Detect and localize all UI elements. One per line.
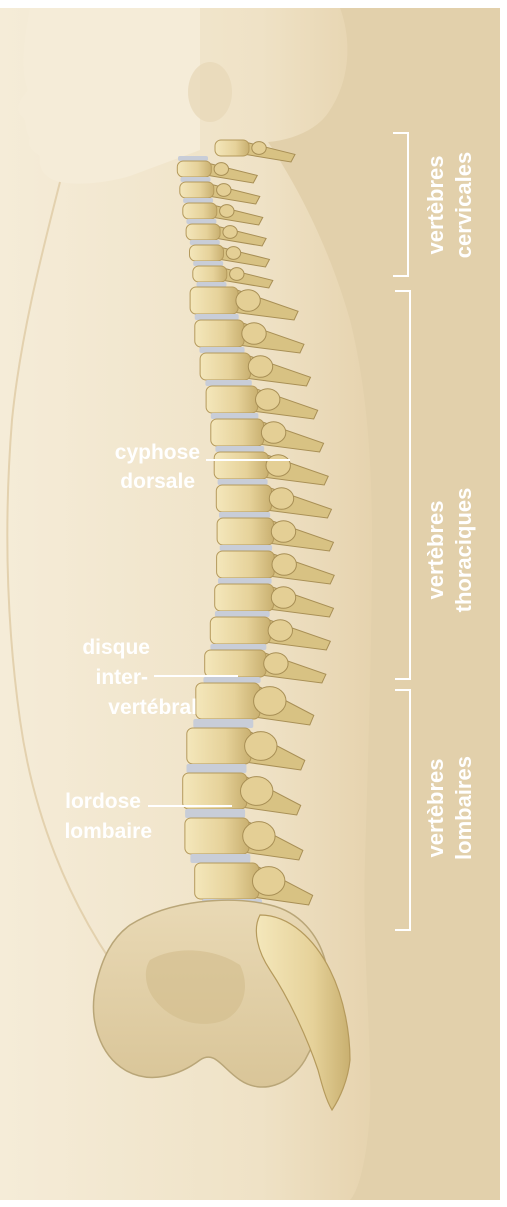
intervertebral-disc xyxy=(219,512,270,518)
label-lordose-line1: lordose xyxy=(65,790,141,813)
intervertebral-disc xyxy=(181,177,211,182)
intervertebral-disc xyxy=(220,545,272,551)
intervertebral-disc xyxy=(210,644,266,650)
vertebra xyxy=(186,224,220,240)
vertebra xyxy=(195,320,244,347)
vertebra xyxy=(210,617,270,644)
vertebra xyxy=(183,203,217,219)
vertebra xyxy=(211,419,264,446)
intervertebral-disc xyxy=(186,219,216,224)
intervertebral-disc xyxy=(183,198,213,203)
vertebra xyxy=(183,773,247,809)
vertebra xyxy=(190,287,238,314)
label-lordose-line2: lombaire xyxy=(64,820,152,843)
vertebral-arch xyxy=(271,587,295,609)
vertebra xyxy=(185,818,249,854)
vertebral-arch xyxy=(264,653,288,675)
region-thoraciques-line2: thoraciques xyxy=(451,488,476,613)
intervertebral-disc xyxy=(199,347,244,353)
region-cervicales-line1: vertèbres xyxy=(423,155,448,254)
intervertebral-disc xyxy=(218,479,268,485)
vertebra xyxy=(200,353,250,380)
vertebra xyxy=(216,485,271,512)
intervertebral-disc xyxy=(193,261,223,266)
vertebral-arch xyxy=(214,163,228,176)
vertebral-arch xyxy=(243,822,275,851)
vertebral-arch xyxy=(241,777,273,806)
label-cyphose-line1: cyphose xyxy=(115,441,200,464)
vertebral-arch xyxy=(266,455,290,477)
region-cervicales-line2: cervicales xyxy=(451,152,476,258)
intervertebral-disc xyxy=(203,677,260,683)
intervertebral-disc xyxy=(197,282,227,287)
vertebra xyxy=(205,650,266,677)
vertebral-arch xyxy=(269,488,293,510)
vertebra xyxy=(214,452,268,479)
vertebral-arch xyxy=(256,389,280,411)
label-disque-line2: inter- xyxy=(96,666,149,689)
intervertebral-disc xyxy=(205,380,251,386)
region-lombaires-line1: vertèbres xyxy=(423,758,448,857)
intervertebral-disc xyxy=(193,719,253,728)
vertebral-arch xyxy=(268,620,292,642)
vertebra xyxy=(217,551,275,578)
vertebral-arch xyxy=(236,290,260,312)
intervertebral-disc xyxy=(190,240,220,245)
intervertebral-disc xyxy=(187,764,247,773)
vertebral-arch xyxy=(217,184,231,197)
vertebra xyxy=(190,245,224,261)
intervertebral-disc xyxy=(178,156,208,161)
vertebra xyxy=(206,386,258,413)
intervertebral-disc xyxy=(215,446,264,452)
vertebra xyxy=(193,266,227,282)
vertebra xyxy=(180,182,214,198)
vertebral-arch xyxy=(261,422,285,444)
vertebral-arch xyxy=(245,732,277,761)
vertebral-arch xyxy=(223,226,237,239)
region-thoraciques-line1: vertèbres xyxy=(423,500,448,599)
vertebra xyxy=(187,728,251,764)
intervertebral-disc xyxy=(211,413,259,419)
vertebra xyxy=(215,140,249,156)
vertebral-arch xyxy=(253,867,285,896)
intervertebral-disc xyxy=(190,854,250,863)
intervertebral-disc xyxy=(215,611,270,617)
vertebral-arch xyxy=(220,205,234,218)
vertebral-arch xyxy=(230,268,244,281)
intervertebral-disc xyxy=(195,314,239,320)
vertebral-arch xyxy=(226,247,240,260)
vertebral-arch xyxy=(242,323,266,345)
label-disque-line3: vertébral xyxy=(108,696,197,719)
vertebra xyxy=(177,161,211,177)
vertebral-arch xyxy=(248,356,272,378)
vertebra xyxy=(195,863,259,899)
label-cyphose-line2: dorsale xyxy=(120,470,195,493)
vertebral-arch xyxy=(252,142,266,155)
region-lombaires-line2: lombaires xyxy=(451,756,476,860)
vertebra xyxy=(217,518,273,545)
vertebral-arch xyxy=(272,554,296,576)
intervertebral-disc xyxy=(185,809,245,818)
vertebra xyxy=(196,683,260,719)
ear xyxy=(188,62,232,122)
vertebra xyxy=(215,584,274,611)
label-disque-line1: disque xyxy=(82,636,150,659)
vertebral-arch xyxy=(271,521,295,543)
intervertebral-disc xyxy=(218,578,272,584)
vertebral-arch xyxy=(254,687,286,716)
face-profile xyxy=(18,8,200,184)
